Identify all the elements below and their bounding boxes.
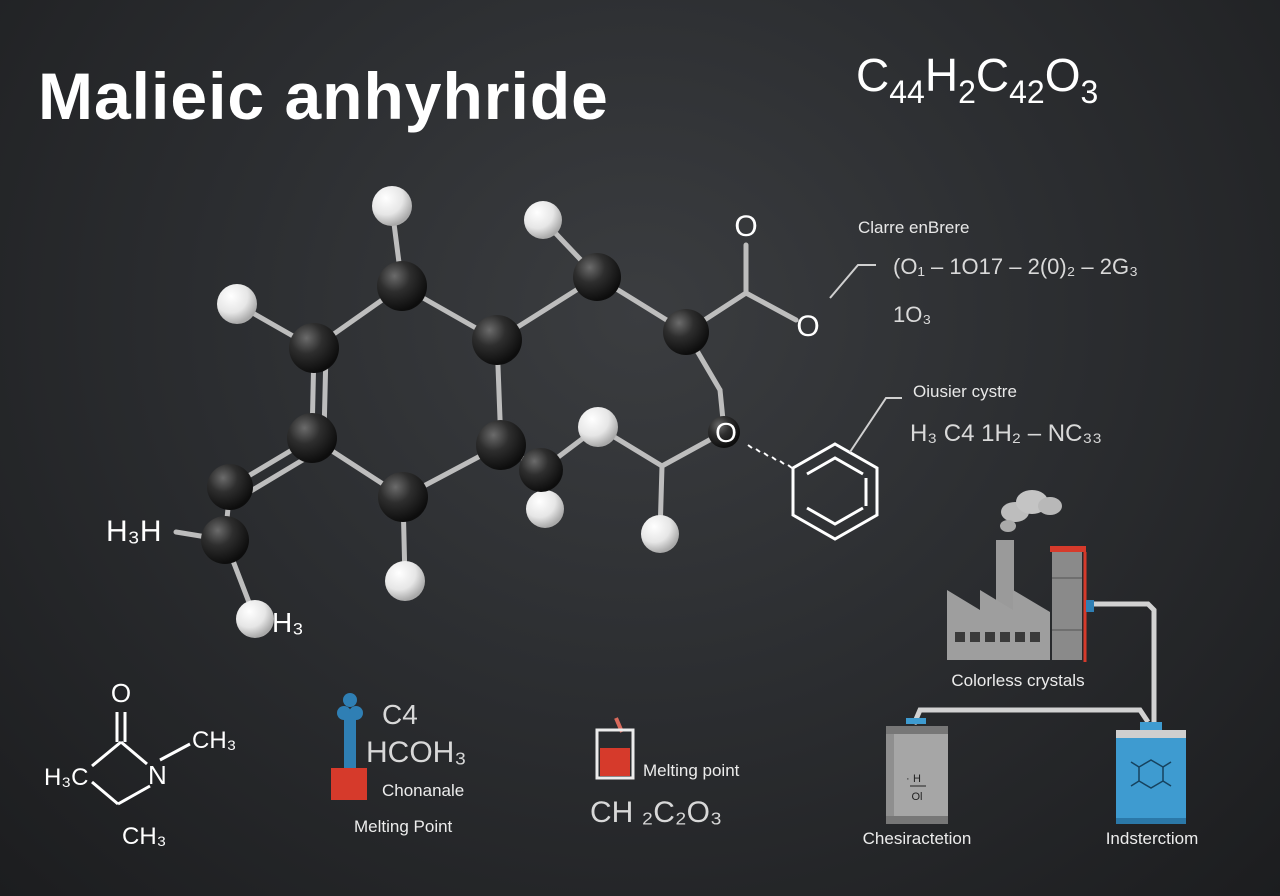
label-h3h: H₃H — [106, 515, 162, 548]
hydrogen-atom — [236, 600, 274, 638]
formula-subscript: 3 — [1080, 74, 1099, 110]
beaker-icon — [595, 717, 635, 780]
atoms-light — [217, 186, 679, 638]
carbon-atom — [476, 420, 526, 470]
annotation-top-line2: 1O₃ — [893, 302, 932, 327]
svg-text:·: · — [906, 773, 910, 785]
oxygen-label-right: O — [796, 310, 819, 343]
formula-subscript: 2 — [958, 74, 976, 110]
formula-subscript: 42 — [1009, 74, 1045, 110]
amide-h3c: H₃C — [44, 764, 88, 791]
annotation-top-line1: (O₁ – 1O17 – 2(0)₂ – 2G₃ — [893, 254, 1139, 279]
hydrogen-atom — [526, 490, 564, 528]
carbon-atom — [377, 261, 427, 311]
thermo-melting: Melting Point — [354, 817, 453, 836]
page-title: Malieic anhyhride — [38, 59, 609, 133]
tank-left-label: Chesiractetion — [863, 829, 972, 848]
amide-structure — [91, 712, 191, 806]
carbon-atom — [573, 253, 621, 301]
svg-text:Ol: Ol — [912, 791, 923, 803]
carbon-atom — [201, 516, 249, 564]
hydrogen-atom — [524, 201, 562, 239]
amide-ch3-top: CH₃ — [192, 727, 236, 754]
thermo-caption: Chonanale — [382, 781, 464, 800]
amide-n: N — [148, 760, 167, 790]
hydrogen-atom — [578, 407, 618, 447]
carbon-atom — [519, 448, 563, 492]
annotation-leaders — [829, 264, 902, 453]
stereo-dash-bond — [747, 444, 793, 469]
hydrogen-atom — [385, 561, 425, 601]
atoms-dark — [201, 253, 740, 564]
phenyl-ring — [791, 442, 879, 541]
carbon-atom — [207, 464, 253, 510]
beaker-formula: CH ₂C₂O₃ — [590, 796, 722, 829]
svg-text:H: H — [913, 773, 921, 785]
factory-label: Colorless crystals — [951, 671, 1084, 690]
thermo-hcoh: HCOH₃ — [366, 736, 467, 769]
formula-element: C — [975, 49, 1010, 101]
left-tank-icon: H · Ol — [886, 718, 948, 824]
carbon-atom — [663, 309, 709, 355]
oxygen-label-top: O — [734, 210, 757, 243]
thermo-c4: C4 — [382, 699, 418, 730]
annotation-mid-heading: Oiusier cystre — [913, 382, 1017, 401]
carbon-atom — [472, 315, 522, 365]
pipes — [911, 601, 1157, 728]
carbon-atom — [289, 323, 339, 373]
formula-subscript: 44 — [889, 74, 925, 110]
hydrogen-atom — [372, 186, 412, 226]
hydrogen-atom — [217, 284, 257, 324]
annotation-mid-line1: H₃ C4 1H₂ – NC₃₃ — [910, 420, 1103, 447]
carbon-atom — [287, 413, 337, 463]
annotation-top-heading: Clarre enBrere — [858, 218, 970, 237]
formula-element: C — [856, 49, 890, 101]
formula-element: O — [1044, 49, 1081, 101]
bonds — [173, 205, 799, 621]
tank-right-label: Indsterctiom — [1106, 829, 1199, 848]
amide-ch3-bottom: CH₃ — [122, 823, 166, 850]
molecular-formula: C44H2C42O3 — [856, 48, 1098, 110]
right-tank-icon — [1116, 722, 1186, 824]
amide-o: O — [111, 678, 131, 708]
hydrogen-atom — [641, 515, 679, 553]
carbon-atom — [378, 472, 428, 522]
oxygen-label-ring: O — [715, 417, 737, 448]
thermometer-icon — [331, 693, 367, 800]
label-h3: H₃ — [272, 607, 304, 638]
oxygen-atom — [708, 416, 740, 448]
factory-icon — [947, 490, 1094, 662]
formula-element: H — [924, 49, 959, 101]
beaker-label: Melting point — [643, 761, 740, 780]
